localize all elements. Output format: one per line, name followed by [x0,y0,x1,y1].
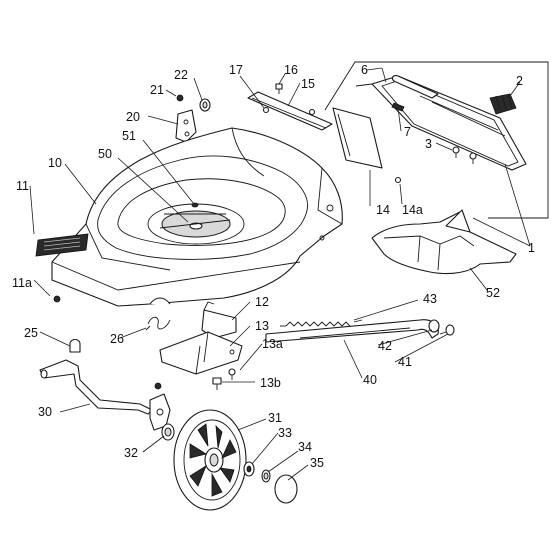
part-14-rear-flap [332,107,383,169]
callout-42: 42 [378,339,392,353]
leader-lines [29,67,531,481]
part-25-clip [69,338,81,353]
part-20-bracket [175,109,197,143]
part-33-washer [243,461,255,477]
callout-52: 52 [486,286,500,300]
part-41-bolt [439,324,455,336]
callout-33: 33 [278,426,292,440]
callout-15: 15 [301,77,315,91]
part-17-rail-end [262,106,316,116]
callout-43: 43 [423,292,437,306]
part-10-mower-deck [51,127,343,307]
callout-11a: 11a [12,276,32,290]
part-21-nut [176,94,184,102]
callout-51: 51 [122,129,136,143]
callout-32: 32 [124,446,138,460]
part-15-rear-rail [247,91,333,131]
part-51-clip [191,202,199,208]
callout-2: 2 [516,74,523,88]
part-13-side-chute [159,331,243,375]
part-7-bag-latch [391,102,405,112]
callout-30: 30 [38,405,52,419]
part-30-front-axle [39,359,171,431]
part-13a-screw [228,368,236,380]
part-52-mulch-plug [371,209,517,275]
callout-14a: 14a [402,203,423,217]
part-14a-screw [394,176,402,184]
callout-3: 3 [425,137,432,151]
part-2-knob [489,93,517,115]
callout-14: 14 [376,203,390,217]
callout-11: 11 [16,179,29,193]
callout-12: 12 [255,295,269,309]
callout-20: 20 [126,110,140,124]
part-35-hubcap [274,474,298,504]
part-13b-screw [212,377,222,390]
part-12-chute-bracket [201,301,237,339]
callout-13a: 13a [262,337,283,351]
part-6-bag-frame [355,75,527,171]
callout-34: 34 [298,440,312,454]
callout-1: 1 [528,241,535,255]
callout-40: 40 [363,373,377,387]
callout-13b: 13b [260,376,281,390]
part-34-nut [261,469,271,483]
part-11-badge-plate [35,233,89,257]
part-26-spring-wire [145,316,171,331]
callout-21: 21 [150,83,164,97]
callout-26: 26 [110,332,124,346]
callout-13: 13 [255,319,269,333]
callout-31: 31 [268,411,282,425]
callout-35: 35 [310,456,324,470]
inset-frame-box [324,61,549,219]
callout-41: 41 [398,355,412,369]
callout-17: 17 [229,63,243,77]
part-31-wheel [173,409,247,511]
callout-16: 16 [284,63,298,77]
part-16-screw [275,83,283,94]
part-3-screws [452,146,477,164]
part-11a-clip [53,295,61,303]
part-42-washer [428,319,440,333]
callout-22: 22 [174,68,188,82]
callout-10: 10 [48,156,62,170]
callout-6: 6 [361,63,368,77]
callout-7: 7 [404,125,411,139]
part-40-rear-axle [265,319,439,343]
part-32-bearing [161,423,175,441]
callout-25: 25 [24,326,38,340]
part-22-bushing [199,98,211,112]
part-43-spring [280,319,363,327]
callout-labels: 1 2 3 6 7 10 11 11a 12 13 13a 13b 14 14a… [12,63,535,470]
callout-50: 50 [98,147,112,161]
